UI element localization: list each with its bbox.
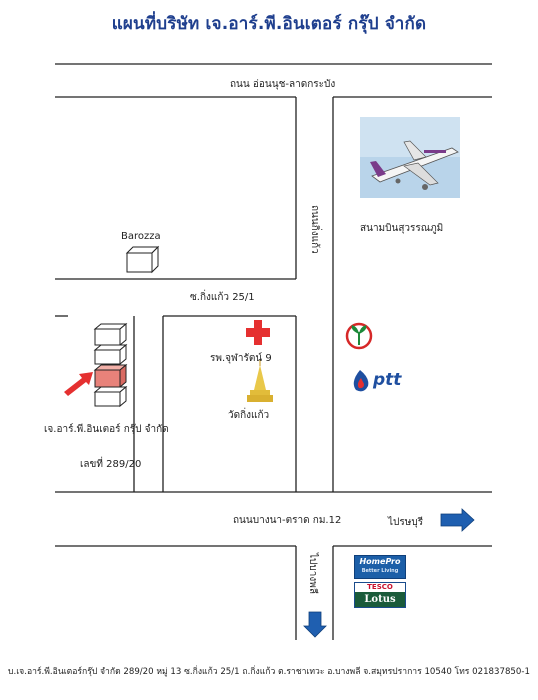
homepro-logo: HomePro Better Living xyxy=(354,555,406,579)
ptt-leaf-logo xyxy=(345,322,373,350)
label-airport: สนามบินสุวรรณภูมิ xyxy=(360,223,444,234)
label-to-bangplee: ไปบางพลี xyxy=(307,553,318,594)
company-pointer-arrow xyxy=(64,372,93,396)
arrow-right-icon xyxy=(440,508,475,532)
road-label-bangna: ถนนบางนา-ตราด กม.12 xyxy=(233,515,342,526)
temple-icon xyxy=(247,360,273,402)
arrow-down-icon xyxy=(303,611,327,638)
homepro-name: HomePro xyxy=(359,557,401,566)
road-label-onnut: ถนน อ่อนนุช-ลาดกระบัง xyxy=(230,79,336,90)
hospital-cross-icon xyxy=(246,320,270,345)
label-temple: วัดกิ่งแก้ว xyxy=(228,410,270,421)
lotus-name: Lotus xyxy=(355,592,405,607)
airport-image xyxy=(360,117,460,198)
map-title: แผนที่บริษัท เจ.อาร์.พี.อินเตอร์ กรุ๊ป จ… xyxy=(111,14,427,34)
label-company-number: เลขที่ 289/20 xyxy=(80,459,142,470)
road-label-soi: ซ.กิ่งแก้ว 25/1 xyxy=(190,292,255,303)
road-lines xyxy=(55,63,492,640)
label-company: เจ.อาร์.พี.อินเตอร์ กรุ๊ป จำกัด xyxy=(44,424,169,435)
label-hospital: รพ.จุฬารัตน์ 9 xyxy=(210,353,272,364)
barozza-building xyxy=(125,245,160,274)
label-barozza: Barozza xyxy=(121,231,161,242)
footer-address: บ.เจ.อาร์.พี.อินเตอร์กรุ๊ป จำกัด 289/20 … xyxy=(8,667,530,677)
road-label-kingkaew: ถนนกิ่งแก้ว xyxy=(309,205,320,254)
tesco-name: TESCO xyxy=(355,583,405,592)
homepro-tagline: Better Living xyxy=(361,568,399,574)
ptt-flame-logo xyxy=(353,370,369,392)
company-building-stack xyxy=(93,322,128,408)
label-to-prawet: ไปรษบุรี xyxy=(388,517,424,528)
tesco-lotus-logo: TESCO Lotus xyxy=(354,582,406,608)
ptt-wordmark: ptt xyxy=(373,370,402,390)
